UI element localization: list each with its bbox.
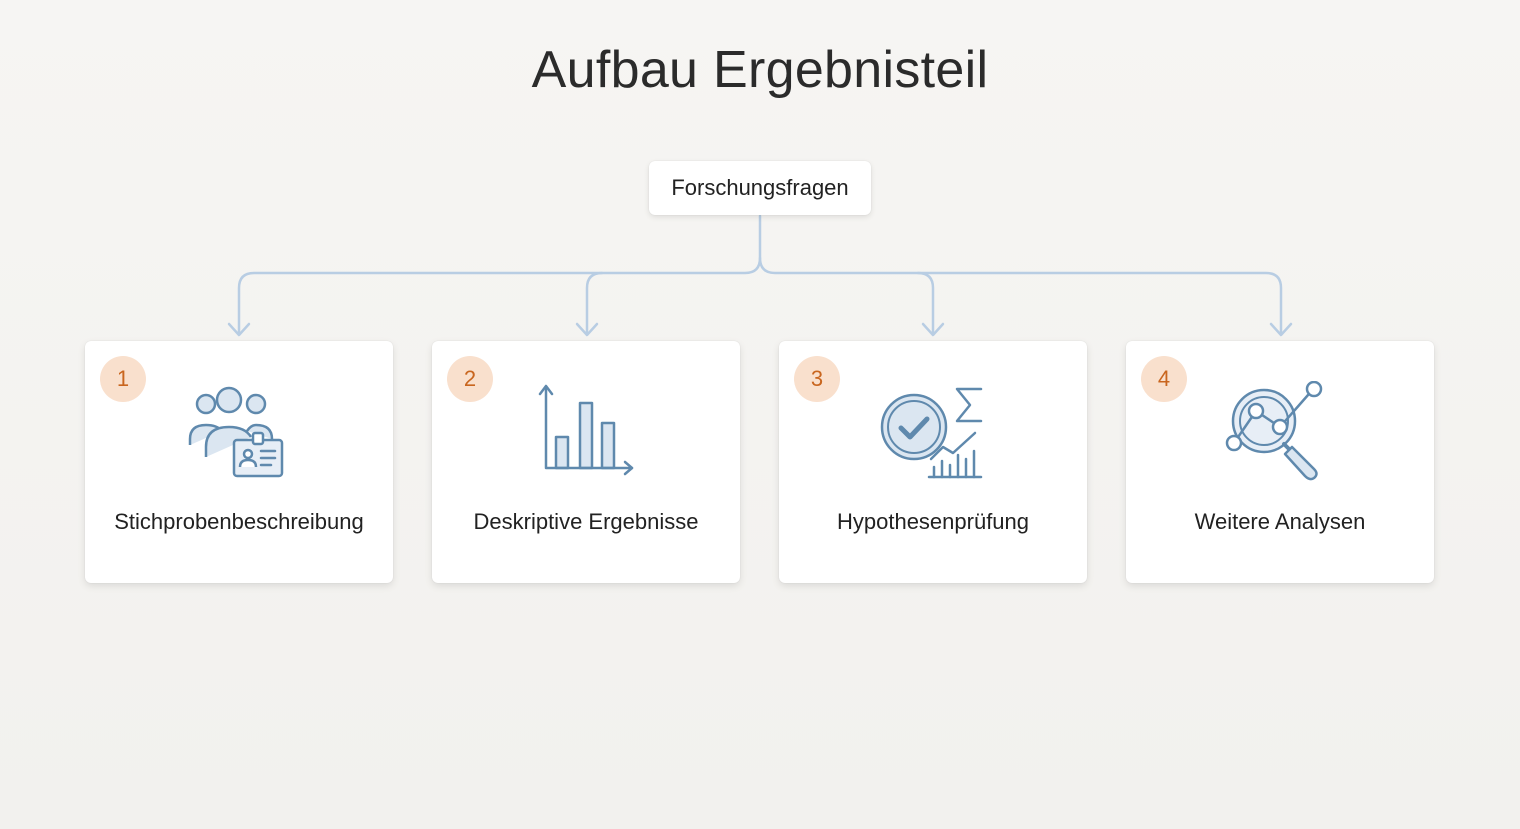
step-badge: 2 [447, 356, 493, 402]
bar-chart-icon [538, 384, 634, 476]
card-stichprobenbeschreibung: 1 Stichprobenbeschreibung [85, 341, 393, 583]
card-label: Deskriptive Ergebnisse [473, 509, 699, 534]
step-badge: 1 [100, 356, 146, 402]
card-label: Stichprobenbeschreibung [114, 509, 364, 534]
root-node-label: Forschungsfragen [671, 175, 849, 200]
check-sigma-chart-icon [880, 387, 983, 479]
magnifier-network-icon [1225, 381, 1323, 481]
card-label: Hypothesenprüfung [836, 509, 1030, 534]
card-deskriptive-ergebnisse: 2 Deskriptive Ergebnisse [432, 341, 740, 583]
root-node-forschungsfragen: Forschungsfragen [649, 161, 871, 215]
card-label: Weitere Analysen [1194, 509, 1366, 534]
step-badge: 4 [1141, 356, 1187, 402]
card-weitere-analysen: 4 Weitere Analysen [1126, 341, 1434, 583]
page-title: Aufbau Ergebnisteil [531, 41, 989, 99]
step-badge: 3 [794, 356, 840, 402]
card-hypothesenpruefung: 3 Hypothesenprüfung [779, 341, 1087, 583]
people-id-card-icon [188, 386, 284, 478]
